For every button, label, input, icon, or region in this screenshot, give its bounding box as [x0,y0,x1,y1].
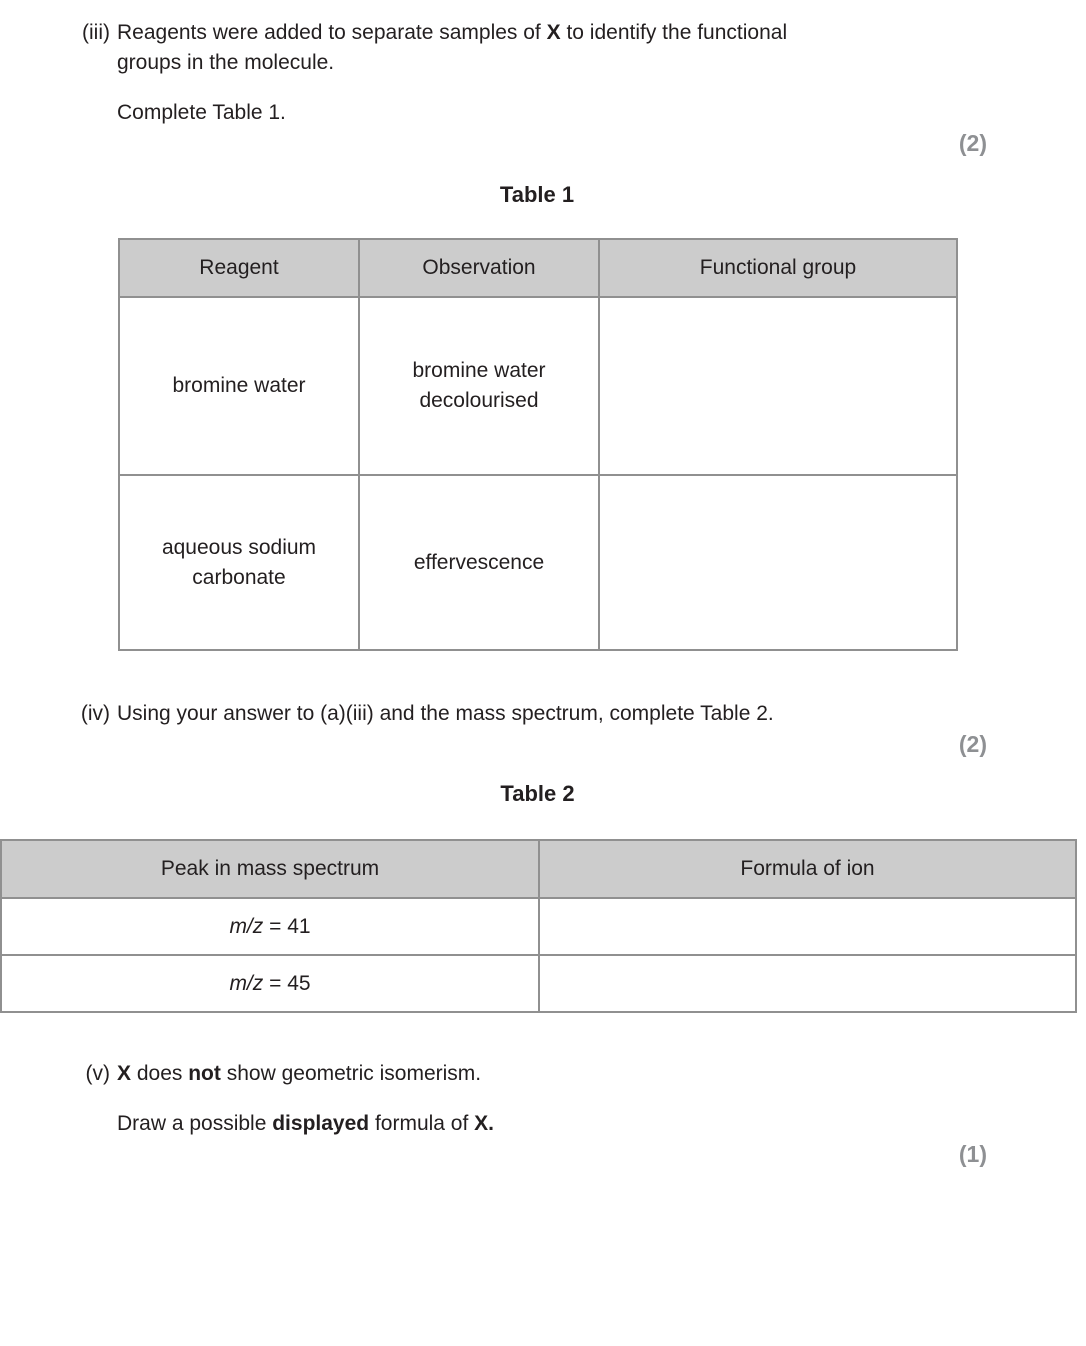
question-iv-text: Using your answer to (a)(iii) and the ma… [117,702,774,725]
question-iii-text: Reagents were added to separate samples … [117,18,987,78]
bold-displayed: displayed [272,1112,370,1135]
table1: Reagent Observation Functional group bro… [118,238,958,651]
peak-cell: m/z = 41 [0,897,540,956]
observation-cell: effervescence [358,474,600,651]
question-v-label: (v) [85,1062,111,1085]
table2-header-peak: Peak in mass spectrum [0,839,540,899]
marks-iv: (2) [958,731,987,757]
functional-group-answer-cell [598,296,958,476]
table1-header-row: Reagent Observation Functional group [118,238,958,298]
table2-title: Table 2 [500,781,575,806]
table1-row-bromine-water: bromine water bromine water decolourised [118,296,958,476]
table2: Peak in mass spectrum Formula of ion m/z… [0,839,1077,1013]
question-iv-label: (iv) [80,702,110,725]
table2-header-row: Peak in mass spectrum Formula of ion [0,839,1077,899]
bold-not: not [188,1062,221,1085]
question-iv: (iv) Using your answer to (a)(iii) and t… [68,699,987,729]
mz-symbol: m/z [229,914,264,938]
peak-cell: m/z = 45 [0,954,540,1013]
table2-row-mz41: m/z = 41 [0,897,1077,956]
formula-answer-cell [538,954,1077,1013]
question-iii: (iii) Reagents were added to separate sa… [68,18,987,78]
reagent-cell: aqueous sodium carbonate [118,474,360,651]
table1-header-functional-group: Functional group [598,238,958,298]
bold-x: X. [474,1112,494,1135]
mz-symbol: m/z [229,971,264,995]
formula-answer-cell [538,897,1077,956]
table2-header-formula: Formula of ion [538,839,1077,899]
question-iii-line2: groups in the molecule. [117,51,335,74]
question-v: (v) X does not show geometric isomerism. [68,1059,987,1089]
table2-row-mz45: m/z = 45 [0,954,1077,1013]
question-v-line1: X does not show geometric isomerism. [117,1062,482,1085]
bold-x: X [117,1062,132,1085]
marks-iii: (2) [958,130,987,156]
functional-group-answer-cell [598,474,958,651]
table1-header-observation: Observation [358,238,600,298]
question-iii-label: (iii) [82,21,110,44]
table1-title: Table 1 [499,182,575,207]
bold-x: X [546,21,561,44]
observation-cell: bromine water decolourised [358,296,600,476]
question-v-line2: Draw a possible displayed formula of X. [117,1112,494,1135]
question-iii-line1: Reagents were added to separate samples … [117,21,788,44]
marks-v: (1) [958,1141,987,1167]
reagent-cell: bromine water [118,296,360,476]
table1-header-reagent: Reagent [118,238,360,298]
complete-table1-instruction: Complete Table 1. [117,101,286,124]
table1-row-sodium-carbonate: aqueous sodium carbonate effervescence [118,474,958,651]
